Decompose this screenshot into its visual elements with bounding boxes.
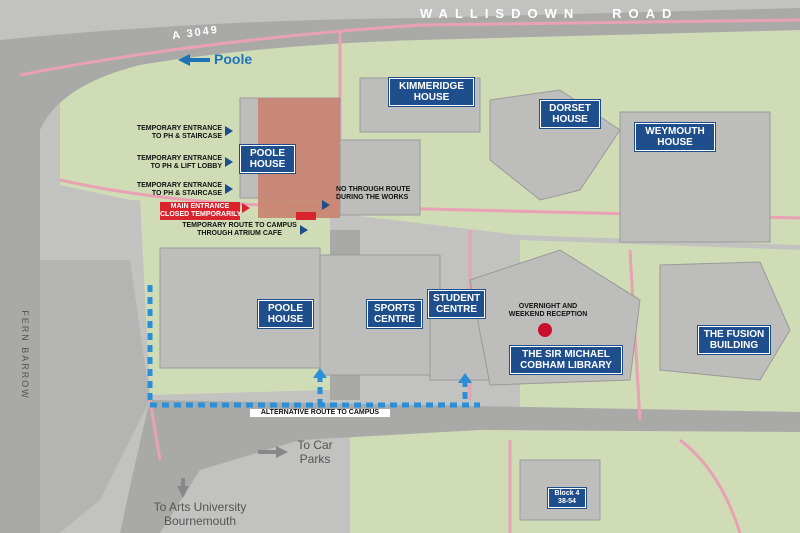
kimmeridge-house-label: KIMMERIDGE HOUSE <box>388 77 475 107</box>
arts-arrow-icon <box>177 478 189 498</box>
route-arrow-up-2 <box>458 373 472 383</box>
poole-house-large-label: POOLE HOUSE <box>257 299 314 329</box>
pedestrian-paths <box>19 18 800 533</box>
temp-entrance-note-2: TEMPORARY ENTRANCE TO PH & LIFT LOBBY <box>136 155 222 170</box>
poole-house-small-label: POOLE HOUSE <box>239 144 296 174</box>
weymouth-house-label: WEYMOUTH HOUSE <box>634 122 716 152</box>
alternative-route-note: ALTERNATIVE ROUTE TO CAMPUS <box>250 409 390 417</box>
reception-marker <box>538 323 552 337</box>
closed-arrow <box>242 203 250 213</box>
library-label: THE SIR MICHAEL COBHAM LIBRARY <box>509 345 623 375</box>
fusion-building-label: THE FUSION BUILDING <box>697 325 771 355</box>
temp-entrance-note-1: TEMPORARY ENTRANCE TO PH & STAIRCASE <box>136 125 222 140</box>
poole-direction-label: Poole <box>214 51 253 67</box>
poole-arrow-icon <box>178 54 210 66</box>
no-through-route-note: NO THROUGH ROUTE DURING THE WORKS <box>336 186 411 201</box>
pointer-arrows <box>225 126 330 235</box>
temp-entrance-note-3: TEMPORARY ENTRANCE TO PH & STAIRCASE <box>136 182 222 197</box>
temp-route-note: TEMPORARY ROUTE TO CAMPUS THROUGH ATRIUM… <box>182 222 297 237</box>
sports-centre-label: SPORTS CENTRE <box>366 299 423 329</box>
student-centre-label: STUDENT CENTRE <box>427 289 486 319</box>
car-parks-arrow-icon <box>258 446 288 458</box>
arts-university-label: To Arts University Bournemouth <box>153 500 247 528</box>
main-entrance-closed-note: MAIN ENTRANCE CLOSED TEMPORARILY <box>160 202 242 220</box>
wallisdown-road-label: WALLISDOWN ROAD <box>420 6 679 21</box>
car-parks-label: To Car Parks <box>297 438 333 466</box>
block4-label: Block 4 38-54 <box>547 487 587 509</box>
closed-entrance-marker <box>296 212 316 220</box>
fern-barrow-label: FERN BARROW <box>19 310 30 400</box>
dorset-house-label: DORSET HOUSE <box>539 99 601 129</box>
reception-note: OVERNIGHT AND WEEKEND RECEPTION <box>508 303 588 318</box>
alternative-route <box>147 285 480 408</box>
route-arrow-up-1 <box>313 368 327 378</box>
